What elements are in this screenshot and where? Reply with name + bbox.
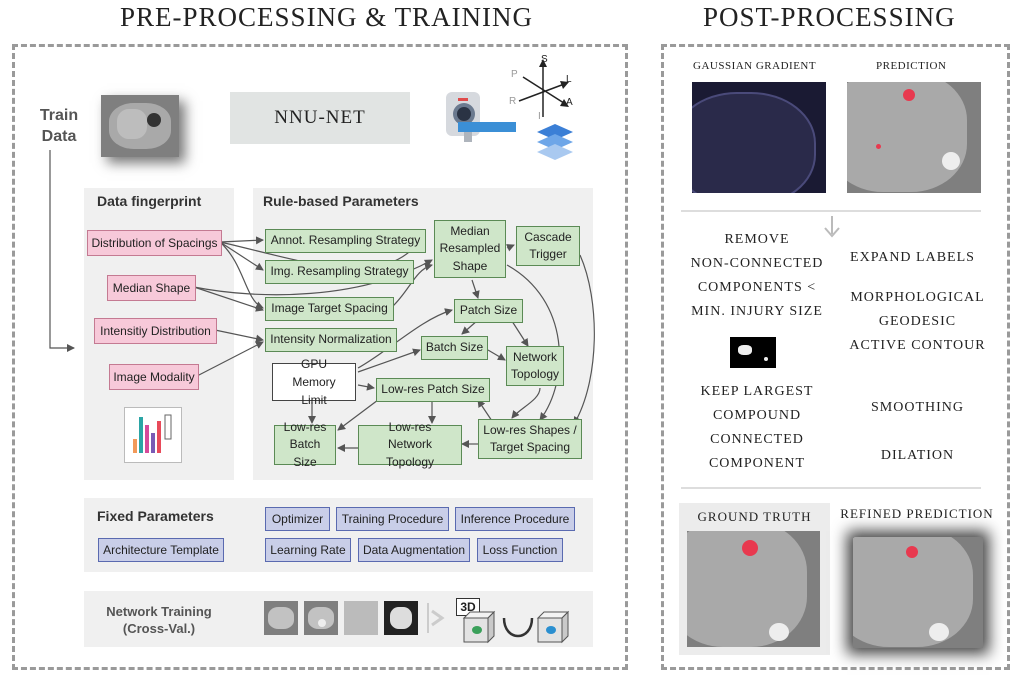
axis-label-s: S <box>541 54 548 65</box>
refined-prediction-label: REFINED PREDICTION <box>840 506 994 521</box>
ground-truth-image <box>687 531 820 647</box>
preprocessing-header: PRE-PROCESSING & TRAINING <box>120 2 534 32</box>
train-data-label: Train Data <box>39 107 79 145</box>
unet-cubes-icon <box>462 610 570 644</box>
remove-components-text: REMOVE NON-CONNECTED COMPONENTS < MIN. I… <box>690 232 824 319</box>
training-thumb-3 <box>344 601 378 635</box>
patch-size: Patch Size <box>454 299 523 323</box>
training-thumb-2 <box>304 601 338 635</box>
axis-label-p: P <box>511 69 518 80</box>
lowres-patch-size: Low-res Patch Size <box>376 378 490 402</box>
axis-label-r: R <box>509 96 517 107</box>
fixed-optimizer: Optimizer <box>265 507 330 531</box>
intensity-normalization: Intensity Normalization <box>265 328 397 352</box>
fp-image-modality: Image Modality <box>109 364 199 390</box>
training-thumb-4 <box>384 601 418 635</box>
orientation-axes-icon <box>518 59 569 117</box>
training-chevron-icon <box>427 603 445 633</box>
post-divider <box>681 210 981 212</box>
axis-label-i: I <box>538 111 541 122</box>
network-topology: Network Topology <box>506 346 564 386</box>
image-target-spacing: Image Target Spacing <box>265 297 394 321</box>
median-resampled-shape: Median Resampled Shape <box>434 220 506 278</box>
fp-distribution-of-spacings: Distribution of Spacings <box>87 230 222 256</box>
cascade-trigger: Cascade Trigger <box>516 226 580 266</box>
keep-largest-text: KEEP LARGEST COMPOUND CONNECTED COMPONEN… <box>700 384 814 471</box>
fixed-loss-function: Loss Function <box>477 538 563 562</box>
prediction-image <box>847 82 981 193</box>
post-divider-2 <box>681 487 981 489</box>
annot-resampling-strategy: Annot. Resampling Strategy <box>265 229 426 253</box>
img-resampling-strategy: Img. Resampling Strategy <box>265 260 414 284</box>
preprocessing-frame <box>12 44 628 670</box>
lowres-batch-size: Low-res Batch Size <box>274 420 336 469</box>
dilation-text: DILATION <box>880 448 955 463</box>
gaussian-gradient-label: GAUSSIAN GRADIENT <box>693 60 817 72</box>
morphological-text: MORPHOLOGICAL GEODESIC ACTIVE CONTOUR <box>849 290 986 353</box>
nnunet-title: NNU-NET <box>230 92 410 144</box>
fixed-training-procedure: Training Procedure <box>336 507 449 531</box>
training-thumb-1 <box>264 601 298 635</box>
train-ct-thumbnail <box>101 95 179 157</box>
fixed-inference-procedure: Inference Procedure <box>455 507 575 531</box>
lowres-shapes-target-spacing: Low-res Shapes / Target Spacing <box>478 419 582 459</box>
ground-truth-label: GROUND TRUTH <box>697 509 812 524</box>
gpu-memory-limit: GPU Memory Limit <box>272 357 356 407</box>
expand-labels-text: EXPAND LABELS <box>850 250 975 265</box>
fixed-parameters-title: Fixed Parameters <box>97 508 214 524</box>
fixed-architecture-template: Architecture Template <box>98 538 224 562</box>
postprocessing-frame <box>661 44 1010 670</box>
fixed-data-augmentation: Data Augmentation <box>358 538 470 562</box>
data-fingerprint-title: Data fingerprint <box>97 193 202 209</box>
rule-based-title: Rule-based Parameters <box>263 193 419 209</box>
network-training-title: Network Training (Cross-Val.) <box>106 604 212 636</box>
fp-intensity-distribution: Intensitiy Distribution <box>94 318 217 344</box>
axis-label-a: A <box>566 97 573 108</box>
postprocessing-header: POST-PROCESSING <box>703 2 956 32</box>
refined-prediction-image <box>853 537 983 648</box>
gaussian-gradient-image <box>692 82 826 193</box>
axis-label-l: L <box>566 74 572 85</box>
smoothing-text: SMOOTHING <box>871 400 964 415</box>
ct-scanner-illustration <box>446 92 516 142</box>
batch-size: Batch Size <box>421 336 488 360</box>
histogram-icon <box>124 407 182 463</box>
fp-median-shape: Median Shape <box>107 275 196 301</box>
stacked-layers-icon <box>537 124 573 160</box>
fixed-learning-rate: Learning Rate <box>265 538 351 562</box>
lowres-network-topology: Low-res Network Topology <box>358 420 462 469</box>
prediction-label: PREDICTION <box>876 60 947 72</box>
network-training-panel <box>84 591 593 647</box>
down-arrow-icon <box>824 216 840 238</box>
small-mask-image <box>730 337 776 368</box>
